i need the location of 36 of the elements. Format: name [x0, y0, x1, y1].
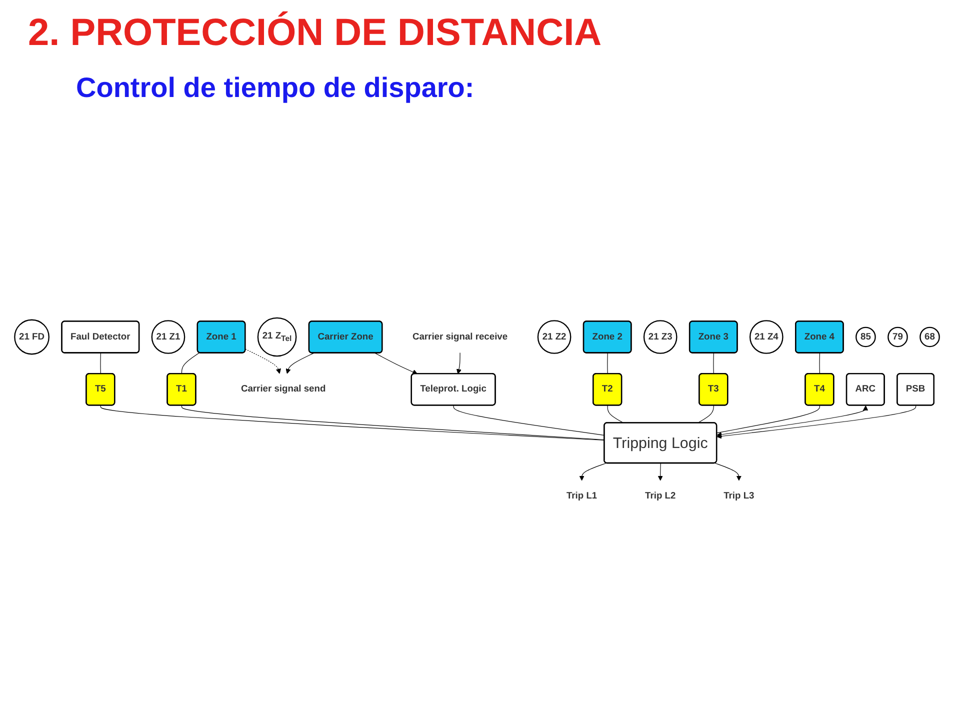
- node-text: Carrier signal receive: [412, 332, 508, 342]
- arrow: [374, 352, 418, 374]
- node-circle: 68: [920, 326, 940, 348]
- arrow: [658, 463, 663, 481]
- node-circle: 21 Z3: [643, 320, 678, 354]
- node-text: Trip L3: [724, 491, 754, 501]
- node-circle: 21 Z1: [151, 320, 186, 354]
- connector: [181, 352, 200, 374]
- connector: [607, 405, 624, 424]
- arrow: [456, 352, 462, 374]
- connector: [697, 405, 714, 424]
- arrow: [286, 352, 314, 374]
- subtitle: Control de tiempo de disparo:: [76, 72, 474, 104]
- connector: [819, 352, 820, 374]
- connector: [716, 405, 820, 434]
- arrow: [579, 462, 607, 481]
- connector: [607, 352, 608, 374]
- connector: [100, 405, 605, 441]
- node-circle: 21 FD: [14, 319, 50, 355]
- node-circle: 21 Z$_{Tel}$: [257, 317, 297, 357]
- node-text: Carrier signal send: [240, 384, 326, 394]
- arrow: [714, 462, 742, 481]
- connector: [713, 352, 714, 374]
- node-text: Trip L1: [566, 491, 598, 501]
- connector: [453, 405, 605, 436]
- arrow: [716, 405, 916, 439]
- node-circle: 85: [856, 326, 876, 348]
- connector: [181, 405, 605, 440]
- arrow: [245, 348, 281, 374]
- connector: [100, 352, 101, 374]
- slide-title: 2. PROTECCIÓN DE DISTANCIA: [28, 12, 602, 55]
- node-circle: 79: [888, 326, 908, 348]
- node-text: Trip L2: [645, 491, 676, 501]
- node-circle: 21 Z4: [749, 320, 784, 354]
- node-circle: 21 Z2: [537, 320, 572, 354]
- arrow: [716, 405, 868, 438]
